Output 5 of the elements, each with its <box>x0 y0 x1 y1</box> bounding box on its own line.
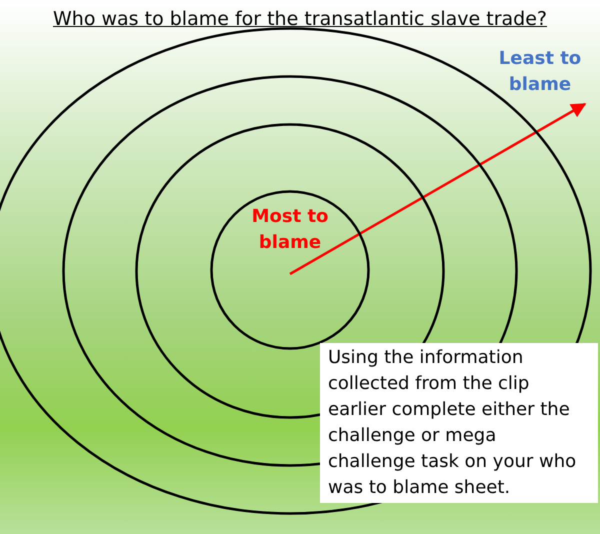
arrow <box>289 102 586 276</box>
center-label: Most to blame <box>250 205 330 255</box>
outer-label: Least to blame <box>498 47 582 97</box>
instruction-text: Using the information collected from the clip earlier complete either the challenge or mega challenge task on your who was to blame sheet. <box>328 346 578 500</box>
title: Who was to blame for the transatlantic slave trade? <box>52 8 548 30</box>
